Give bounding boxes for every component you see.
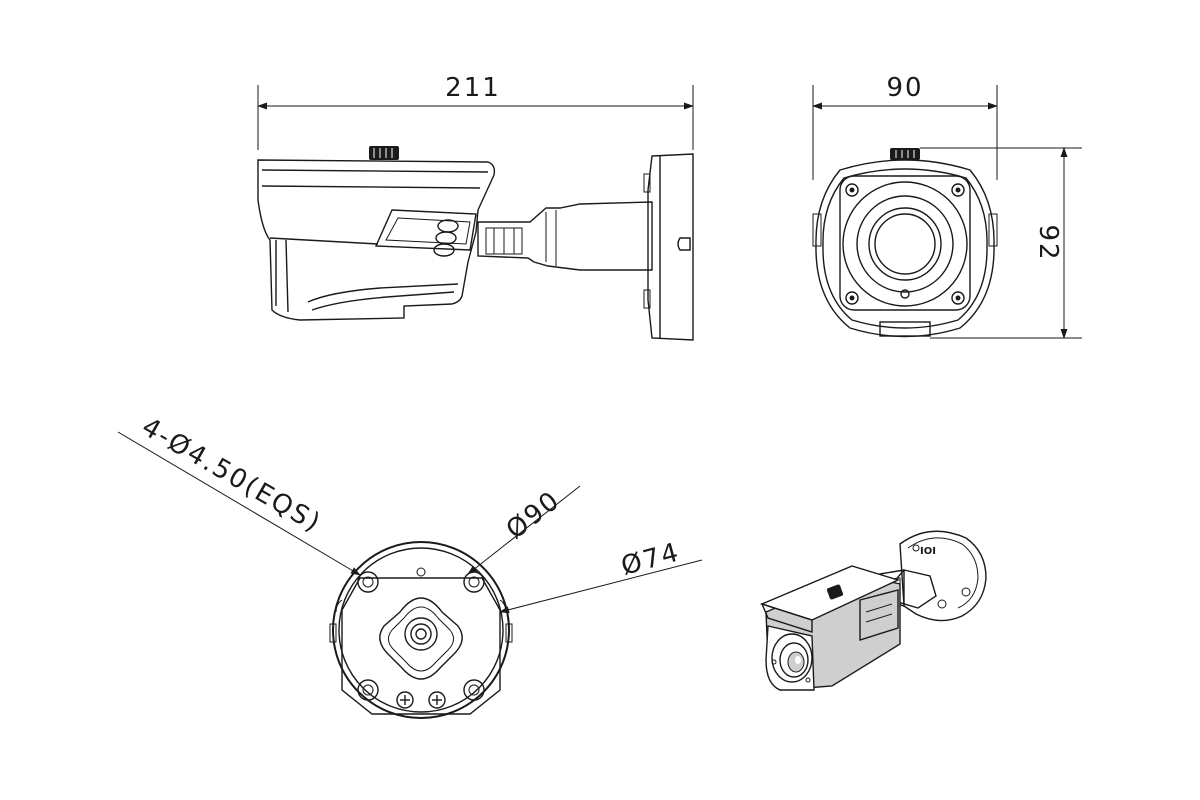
bracket-arm xyxy=(477,201,653,271)
ir-window xyxy=(374,209,477,251)
center-plate xyxy=(379,597,463,680)
side-view: 211 xyxy=(257,73,694,341)
base-outer-circle xyxy=(332,541,510,719)
mount-base-side xyxy=(647,153,694,341)
mount-holes-dimension: 4-Ø4.50(EQS) xyxy=(137,412,327,539)
base-inner-dia-dimension: Ø74 xyxy=(618,537,683,581)
base-view: 4-Ø4.50(EQS) Ø90 Ø74 xyxy=(117,412,703,719)
front-housing-outline xyxy=(815,159,995,338)
iso-wall-plate xyxy=(899,530,987,622)
side-length-dimension: 211 xyxy=(445,73,501,103)
mount-hole xyxy=(357,571,379,593)
screw-icon xyxy=(428,691,446,709)
mount-hole xyxy=(463,571,485,593)
mount-hole xyxy=(357,679,379,701)
front-view: 90 92 xyxy=(812,73,1082,339)
isometric-camera-view: IOI xyxy=(759,530,987,691)
front-knob-icon xyxy=(890,148,920,160)
base-outer-dia-dimension: Ø90 xyxy=(501,485,566,545)
lens-outer-ring xyxy=(842,181,968,307)
camera-body-outline xyxy=(257,159,496,321)
front-width-dimension: 90 xyxy=(886,73,923,103)
mount-hole xyxy=(463,679,485,701)
screw-icon xyxy=(396,691,414,709)
front-height-dimension: 92 xyxy=(1033,224,1063,261)
iso-knob-icon xyxy=(826,584,844,600)
iso-lens xyxy=(771,633,813,683)
svg-text:IOI: IOI xyxy=(920,546,936,557)
